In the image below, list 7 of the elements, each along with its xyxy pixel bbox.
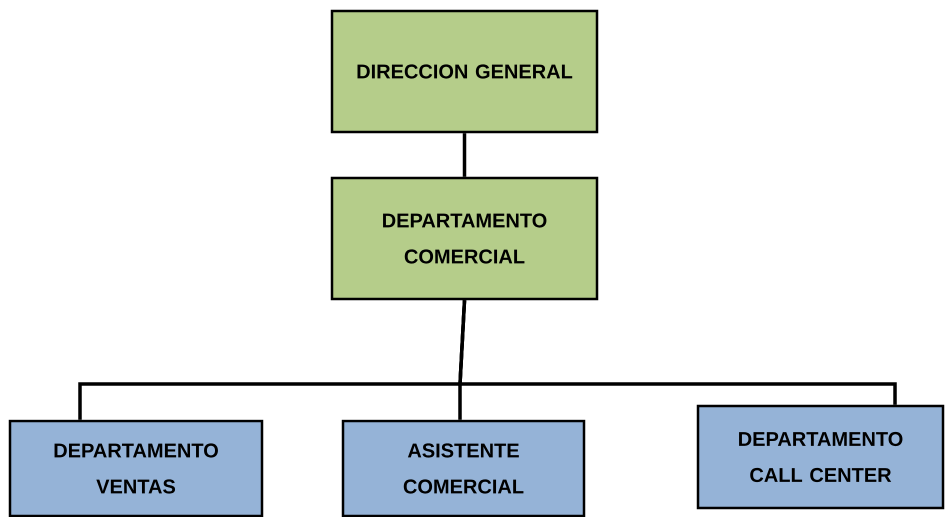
org-box: ASISTENTE COMERCIAL — [342, 420, 586, 517]
org-box: DEPARTAMENTO CALL CENTER — [696, 404, 944, 510]
connector-line — [462, 133, 466, 177]
org-box: DEPARTAMENTO VENTAS — [8, 420, 264, 517]
org-box: DIRECCION GENERAL — [330, 10, 598, 134]
org-box: DEPARTAMENTO COMERCIAL — [330, 176, 598, 300]
connector-line — [458, 300, 897, 405]
